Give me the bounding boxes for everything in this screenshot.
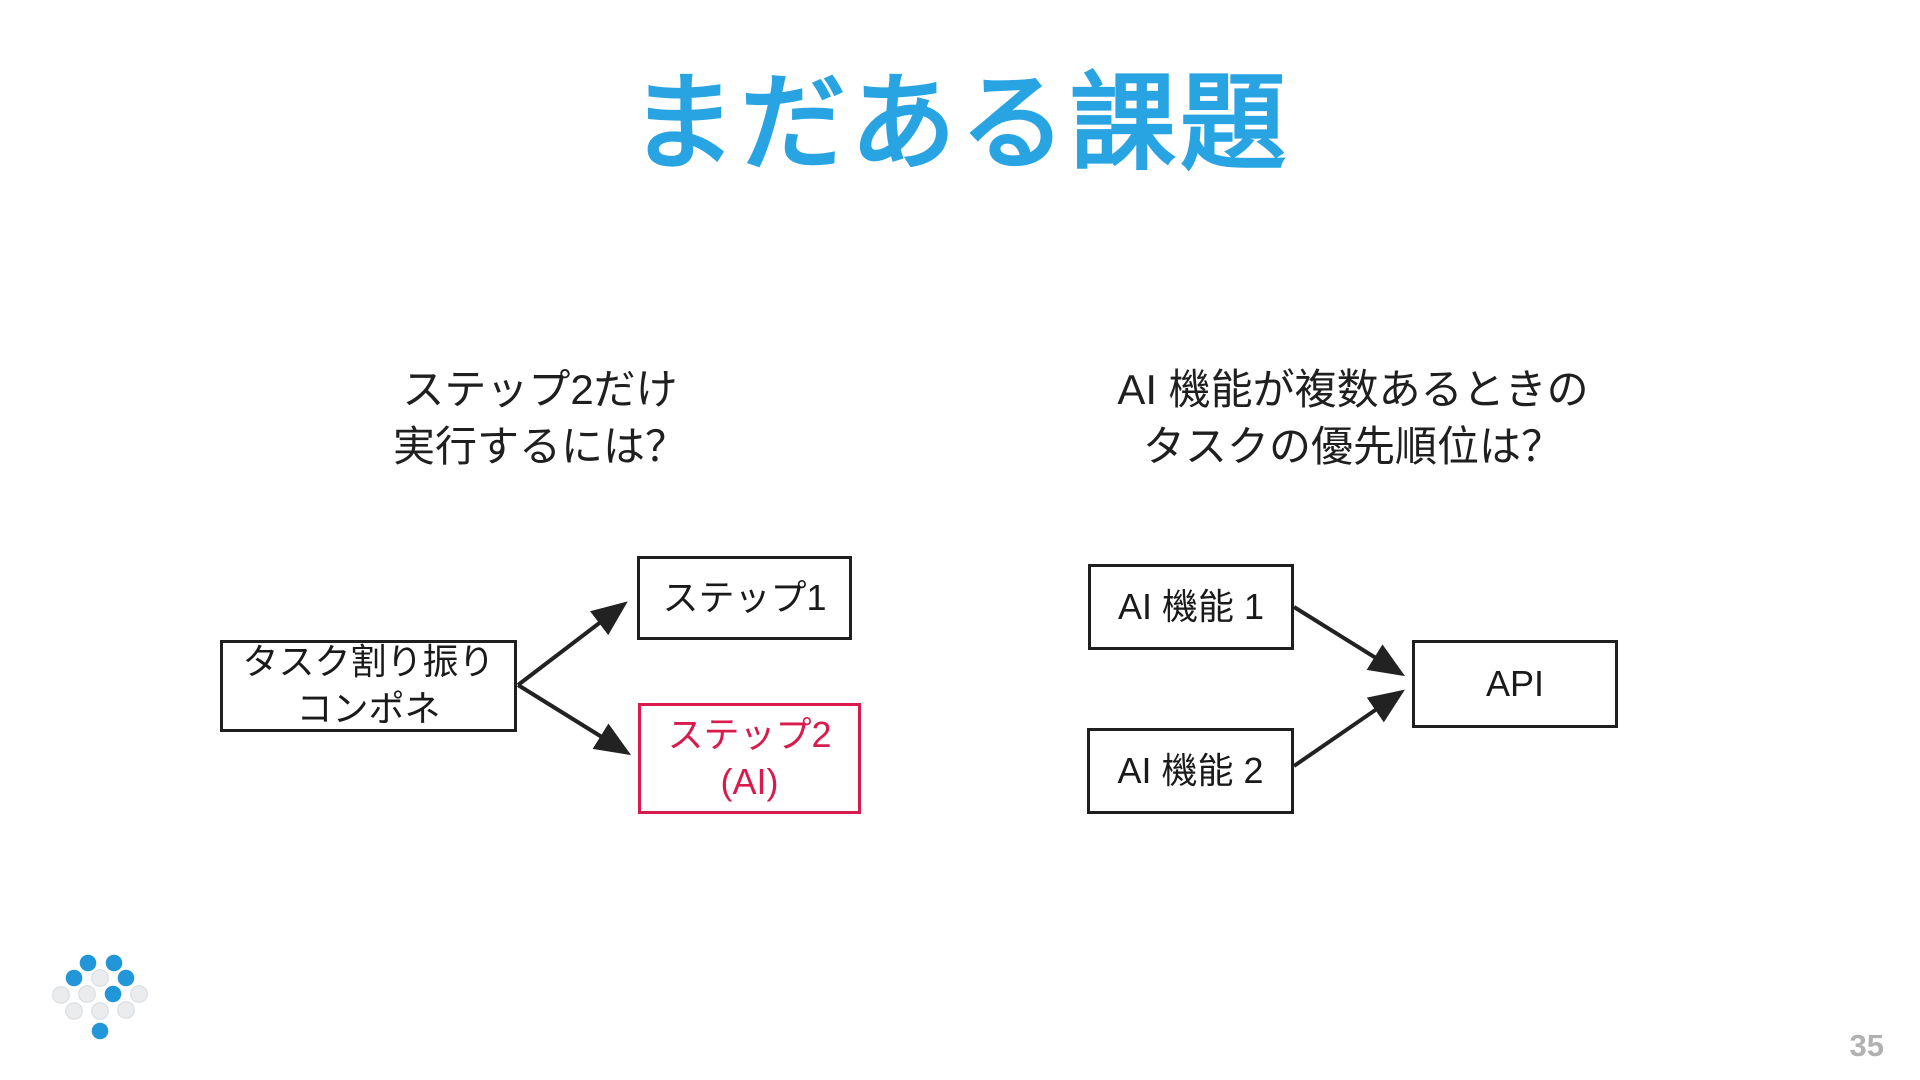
blue-logo-dot (104, 985, 122, 1003)
gray-logo-dot (91, 969, 109, 987)
slide-title: まだある課題 (630, 65, 1290, 183)
arrow-ai1-to-api (1292, 605, 1406, 677)
blue-logo-dot (117, 969, 135, 987)
dot-diamond-logo (52, 954, 148, 1040)
blue-logo-dot (65, 969, 83, 987)
step1-box: ステップ1 (637, 556, 852, 640)
gray-logo-dot (91, 1002, 109, 1020)
blue-logo-dot (79, 954, 97, 972)
arrow-source-to-step2 (516, 683, 632, 756)
arrow-ai2-to-api (1292, 689, 1405, 768)
right-question: AI 機能が複数あるときの タスクの優先順位は？ (1117, 366, 1589, 470)
blue-logo-dot (91, 1022, 109, 1040)
ai-feature-1-box: AI 機能 1 (1088, 564, 1294, 650)
blue-logo-dot (105, 954, 123, 972)
gray-logo-dot (65, 1002, 83, 1020)
gray-logo-dot (78, 985, 96, 1003)
arrow-source-to-step1 (516, 601, 628, 687)
page-number: 35 (1849, 1028, 1884, 1063)
step2-ai-box: ステップ2 (AI) (638, 703, 861, 814)
gray-logo-dot (117, 1001, 135, 1019)
ai-feature-2-box: AI 機能 2 (1087, 728, 1294, 814)
gray-logo-dot (52, 986, 70, 1004)
task-assign-component-box: タスク割り振り コンポネ (220, 640, 517, 732)
gray-logo-dot (130, 985, 148, 1003)
left-question: ステップ2だけ 実行するには？ (392, 366, 687, 470)
api-box: API (1412, 640, 1618, 728)
